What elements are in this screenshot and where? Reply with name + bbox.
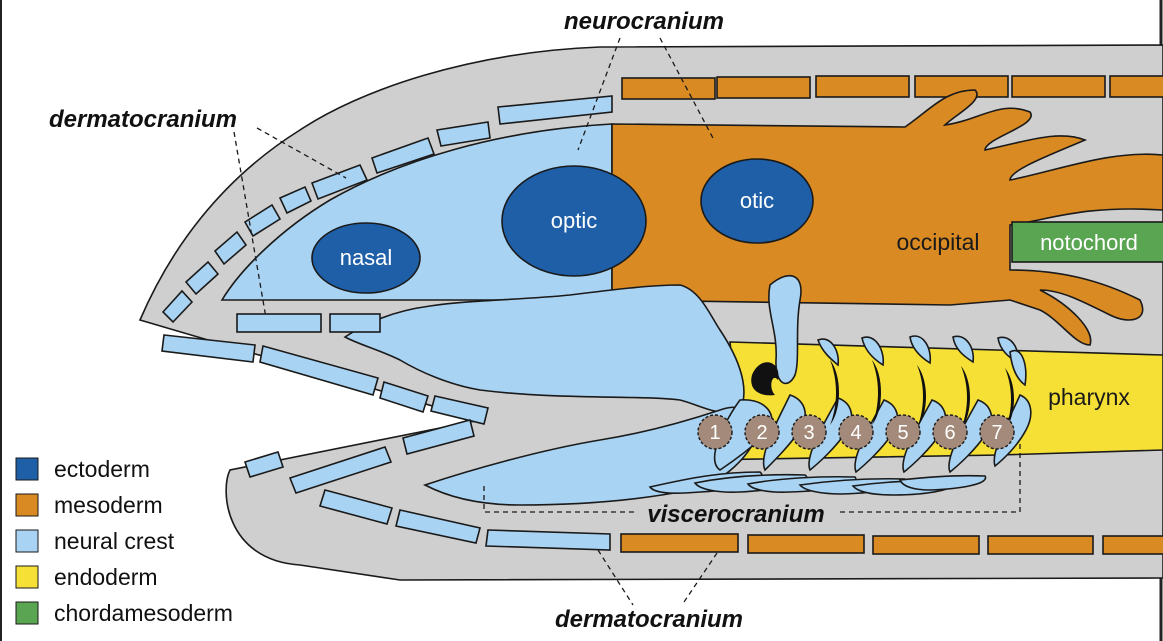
legend-swatch bbox=[16, 458, 38, 480]
legend-swatch bbox=[16, 566, 38, 588]
optic-label: optic bbox=[551, 208, 597, 233]
legend-swatch bbox=[16, 530, 38, 552]
dermatocranium-bottom-label: dermatocranium bbox=[555, 606, 743, 633]
arch-number: 1 bbox=[709, 422, 720, 444]
notochord-label: notochord bbox=[1040, 230, 1138, 255]
upper-mesoderm-plates bbox=[622, 76, 1163, 99]
legend-label: mesoderm bbox=[54, 492, 163, 518]
neurocranium-label: neurocranium bbox=[564, 8, 724, 35]
legend-swatch bbox=[16, 494, 38, 516]
arch-number: 6 bbox=[944, 422, 955, 444]
arch-number: 2 bbox=[756, 422, 767, 444]
otic-label: otic bbox=[740, 188, 774, 213]
arch-number: 7 bbox=[991, 422, 1002, 444]
lower-mesoderm-plates bbox=[621, 534, 1163, 554]
legend-label: chordamesoderm bbox=[54, 600, 233, 626]
arch-number: 3 bbox=[803, 422, 814, 444]
arch-number: 5 bbox=[897, 422, 908, 444]
legend-swatch bbox=[16, 602, 38, 624]
legend-label: neural crest bbox=[54, 528, 175, 554]
legend: ectoderm mesoderm neural crest endoderm chor… bbox=[16, 456, 233, 626]
arch-number: 4 bbox=[850, 422, 861, 444]
viscerocranium-label: viscerocranium bbox=[647, 501, 824, 528]
dermatocranium-top-label: dermatocranium bbox=[49, 106, 237, 133]
pharynx-label: pharynx bbox=[1048, 384, 1130, 410]
nasal-label: nasal bbox=[340, 245, 393, 270]
occipital-label: occipital bbox=[896, 229, 979, 255]
legend-label: endoderm bbox=[54, 564, 158, 590]
legend-label: ectoderm bbox=[54, 456, 150, 482]
